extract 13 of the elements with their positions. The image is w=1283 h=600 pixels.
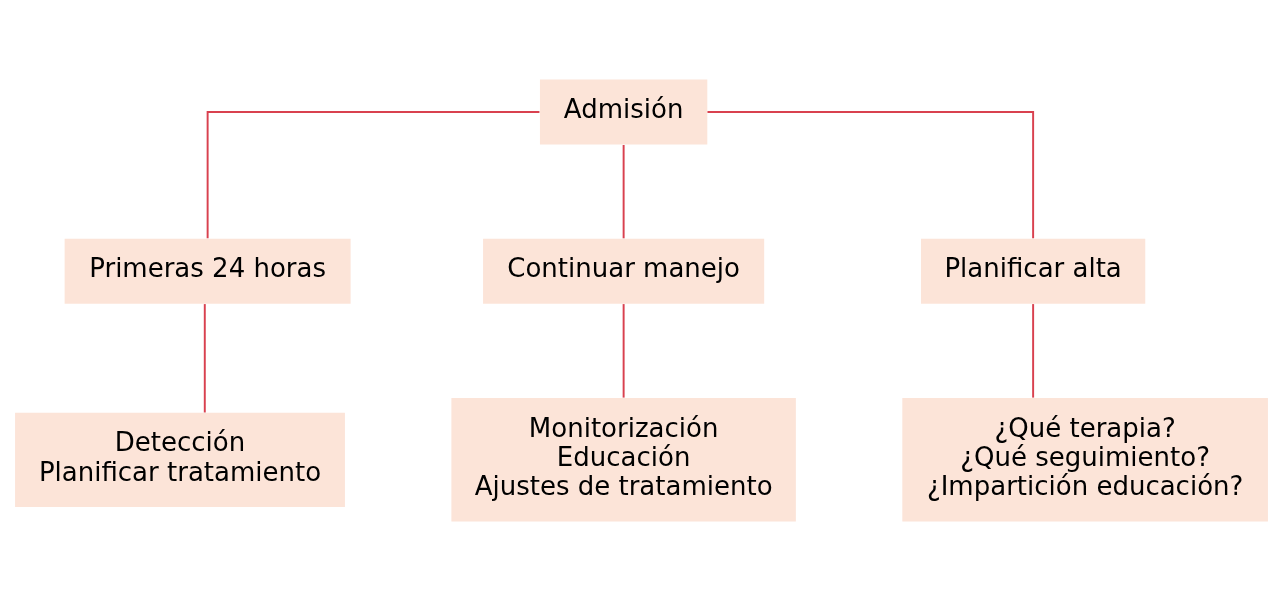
connector [203,302,206,413]
node-box: Monitorización Educación Ajustes de tratamiento [451,397,796,521]
node-box: Admisión [539,79,708,144]
connector [622,143,625,239]
node-box: Continuar manejo [483,238,765,304]
connector [206,110,541,239]
node-box: Primeras 24 horas [64,238,351,304]
connector [1032,302,1035,399]
connector [706,110,1035,239]
node-box: ¿Qué terapia? ¿Qué seguimiento? ¿Impartición educación? [902,397,1268,521]
connector [622,302,625,399]
node-box: Detección Planificar tratamiento [15,412,345,507]
node-box: Planificar alta [921,238,1146,304]
